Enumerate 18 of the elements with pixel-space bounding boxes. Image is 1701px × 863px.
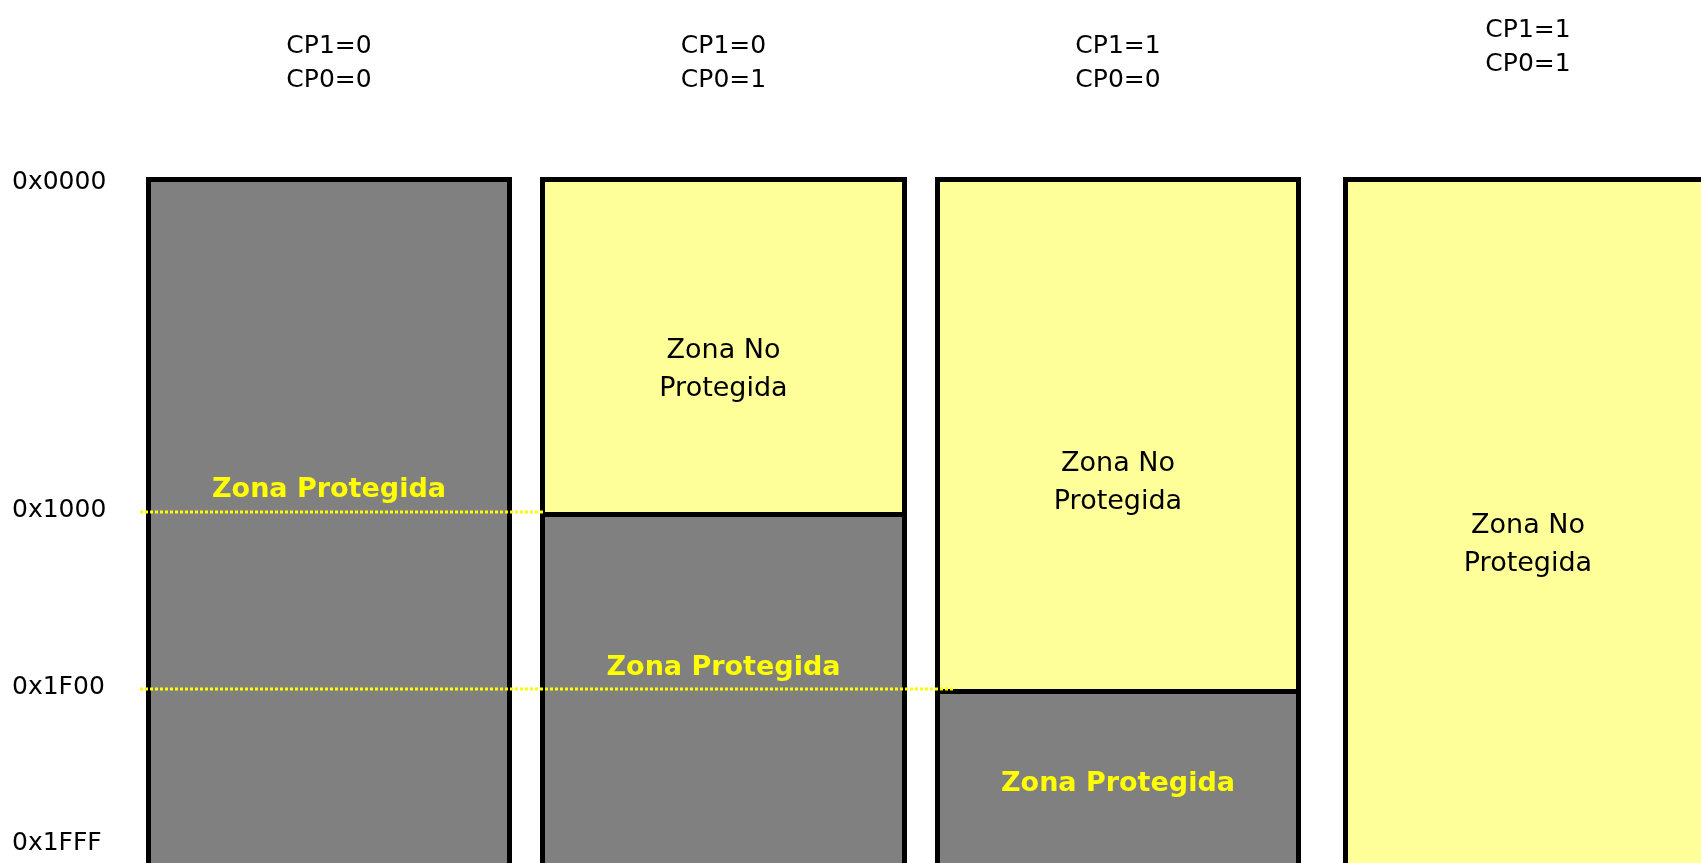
address-label: 0x1F00 [12,671,105,700]
zone-label: Zona Protegida [212,471,446,505]
column-heading: CP1=0 CP0=1 [679,29,768,95]
zone-label: Zona Protegida [606,649,841,683]
unprotected-zone [940,182,1296,689]
protected-zone [545,512,902,863]
column-heading: CP1=1 CP0=0 [1074,29,1162,95]
zone-label: Zona No Protegida [1462,507,1594,579]
unprotected-zone [545,182,902,512]
column-heading: CP1=1 CP0=1 [1484,13,1572,79]
protected-zone [940,689,1296,863]
address-label: 0x1000 [12,494,107,523]
address-label: 0x1FFF [12,827,102,856]
address-label: 0x0000 [12,166,107,195]
zone-label: Zona Protegida [1001,765,1235,799]
zone-label: Zona No Protegida [1052,445,1184,517]
column-heading: CP1=0 CP0=0 [285,29,373,95]
zone-label: Zona No Protegida [658,332,789,404]
